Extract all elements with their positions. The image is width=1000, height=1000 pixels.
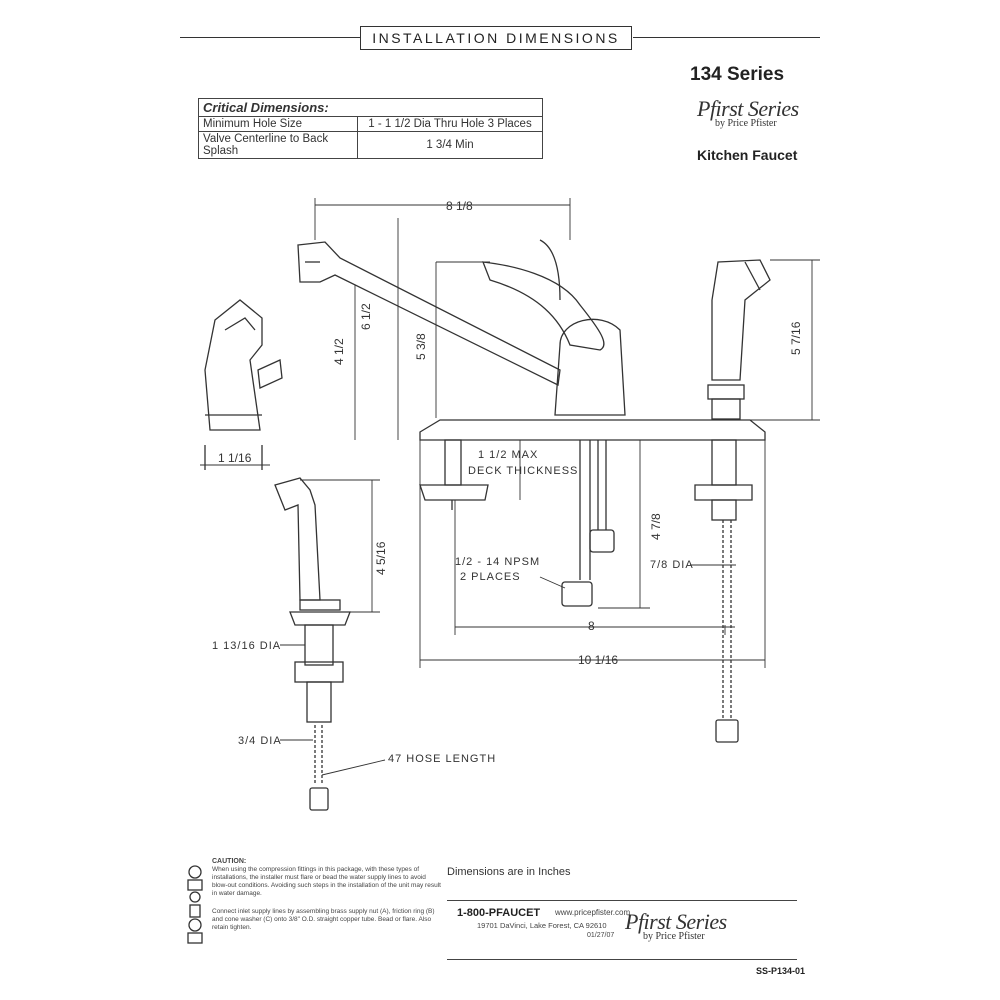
address: 19701 DaVinci, Lake Forest, CA 92610 xyxy=(477,921,607,930)
table-row: Valve Centerline to Back Splash 1 3/4 Mi… xyxy=(198,131,543,159)
brand-sub: by Price Pfister xyxy=(715,118,777,129)
fitting-diagram-icon xyxy=(187,865,203,944)
dim-height-4: 4 1/2 xyxy=(332,338,346,365)
caution-text-1: When using the compression fittings in t… xyxy=(212,866,441,897)
table-cell-value: 1 - 1 1/2 Dia Thru Hole 3 Places xyxy=(357,116,543,132)
dimension-lines xyxy=(200,198,820,776)
sprayer-head-view xyxy=(707,259,771,420)
footer-brand-sub: by Price Pfister xyxy=(643,931,705,942)
handle-side-view xyxy=(204,299,283,470)
npsm-label: 1/2 - 14 NPSM xyxy=(455,556,540,568)
series-title: 134 Series xyxy=(690,64,785,85)
title-rule-right xyxy=(633,37,820,38)
brand-main: Pfirst Series xyxy=(697,96,799,121)
brand-logo: Pfirst Series by Price Pfister xyxy=(697,96,799,129)
title-rule-left xyxy=(180,37,360,38)
revision-date: 01/27/07 xyxy=(587,932,615,939)
hose-length-label: 47 HOSE LENGTH xyxy=(388,753,496,765)
table-row: Minimum Hole Size 1 - 1 1/2 Dia Thru Hol… xyxy=(198,116,543,132)
table-heading: Critical Dimensions: xyxy=(198,98,543,117)
dim-height-6: 6 1/2 xyxy=(359,303,373,330)
dim-deck-thickness: 1 1/2 MAX xyxy=(478,449,538,461)
hose-dia-label: 3/4 DIA xyxy=(238,735,282,747)
table-cell-label: Minimum Hole Size xyxy=(198,116,358,132)
product-name: Kitchen Faucet xyxy=(697,147,798,163)
caution-note: CAUTION: When using the compression fitt… xyxy=(212,858,442,932)
critical-dimensions-table: Critical Dimensions: Minimum Hole Size 1… xyxy=(198,98,543,159)
document-number: SS-P134-01 xyxy=(756,966,806,976)
footer-block: 1-800-PFAUCET www.pricepfister.com 19701… xyxy=(447,900,797,960)
caution-text-2: Connect inlet supply lines by assembling… xyxy=(212,908,435,931)
dim-below-deck: 4 7/8 xyxy=(649,513,663,540)
table-cell-label: Valve Centerline to Back Splash xyxy=(198,131,358,159)
dim-width-top: 8 1/8 xyxy=(446,199,473,213)
website: www.pricepfister.com xyxy=(555,908,631,917)
footer-brand-logo: Pfirst Series by Price Pfister xyxy=(625,909,727,942)
places-label: 2 PLACES xyxy=(460,571,521,583)
dim-base-width: 10 1/16 xyxy=(578,653,618,667)
dim-handle-width: 1 1/16 xyxy=(218,451,252,465)
caution-heading: CAUTION: xyxy=(212,858,247,865)
units-note: Dimensions are in Inches xyxy=(447,866,571,878)
phone-number: 1-800-PFAUCET xyxy=(457,907,541,919)
dim-spray-height: 5 7/16 xyxy=(789,321,803,355)
deck-thickness-label: DECK THICKNESS xyxy=(468,465,578,477)
shank-dia-label: 7/8 DIA xyxy=(650,559,694,571)
table-cell-value: 1 3/4 Min xyxy=(357,131,543,159)
faucet-main-view xyxy=(297,239,766,743)
dim-height-5: 5 3/8 xyxy=(414,333,428,360)
title-bar: INSTALLATION DIMENSIONS xyxy=(180,26,820,50)
spray-dia-label: 1 13/16 DIA xyxy=(212,640,281,652)
dim-spread: 8 xyxy=(588,619,595,633)
footer-brand-main: Pfirst Series xyxy=(625,909,727,934)
sprayer-assembly-view xyxy=(274,477,351,811)
dim-spray-body: 4 5/16 xyxy=(374,541,388,575)
page-title: INSTALLATION DIMENSIONS xyxy=(360,26,632,50)
